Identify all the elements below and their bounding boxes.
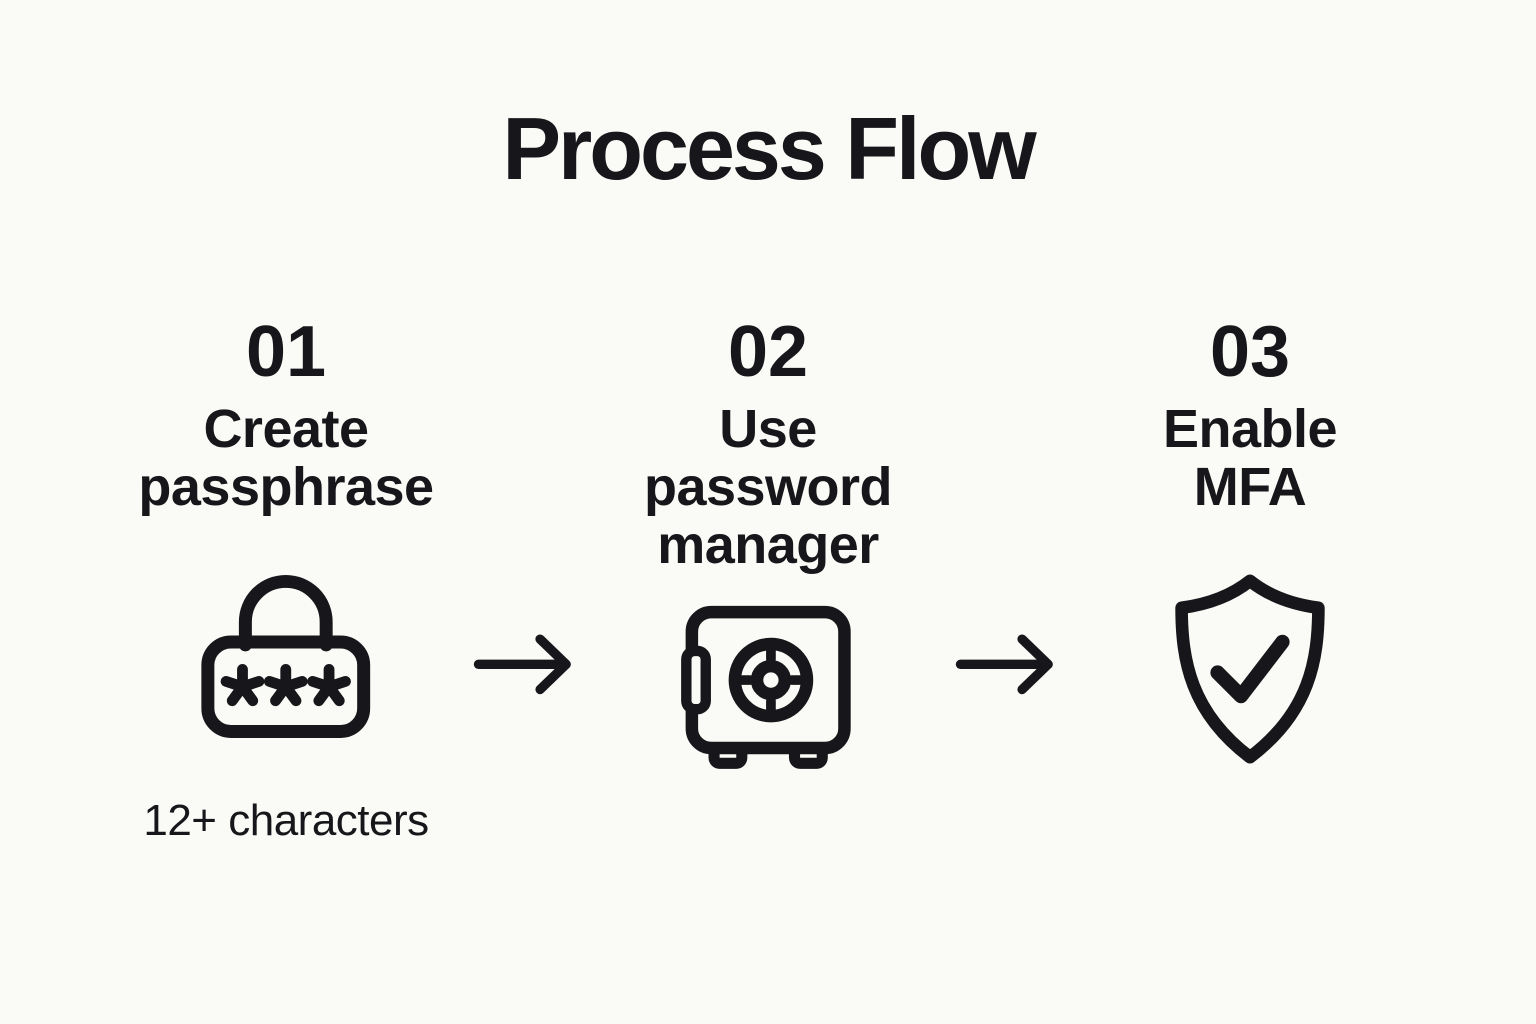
process-flow: 01 Create passphrase — [0, 310, 1536, 846]
safe-foot-left — [708, 742, 748, 769]
asterisks — [220, 664, 352, 707]
shield-check-icon — [1175, 574, 1325, 764]
connector — [953, 310, 1065, 702]
safe-handle — [680, 645, 711, 715]
connector — [471, 310, 583, 702]
page-title: Process Flow — [502, 99, 1036, 198]
arrow-right-icon — [955, 634, 1053, 695]
safe-dial-inner — [750, 659, 791, 701]
step-number: 03 — [1209, 312, 1291, 392]
shield-outline — [1175, 574, 1325, 764]
step-number: 01 — [245, 312, 327, 392]
step-03: 03 Enable MFA — [1065, 310, 1435, 766]
check-mark — [1210, 634, 1290, 704]
arrow-right-icon — [473, 634, 571, 695]
step-icon-row — [678, 576, 858, 769]
safe-body — [685, 605, 851, 755]
step-icon-row — [1160, 574, 1340, 766]
step-02: 02 Use password manager — [583, 310, 953, 769]
safe-vault-icon — [680, 605, 851, 769]
safe-foot-right — [788, 742, 828, 769]
step-caption: 12+ characters — [143, 796, 429, 845]
step-01: 01 Create passphrase — [101, 310, 471, 846]
step-label: Use password manager — [643, 399, 893, 575]
safe-dial-ticks — [736, 646, 805, 715]
password-lock-icon — [201, 574, 371, 738]
step-label: Enable MFA — [1162, 399, 1338, 517]
step-number: 02 — [727, 312, 809, 392]
lock-shackle — [239, 574, 333, 652]
safe-dial-outer — [728, 637, 814, 723]
step-label: Create passphrase — [138, 399, 434, 517]
lock-body — [201, 635, 371, 738]
step-icon-row — [192, 574, 380, 766]
